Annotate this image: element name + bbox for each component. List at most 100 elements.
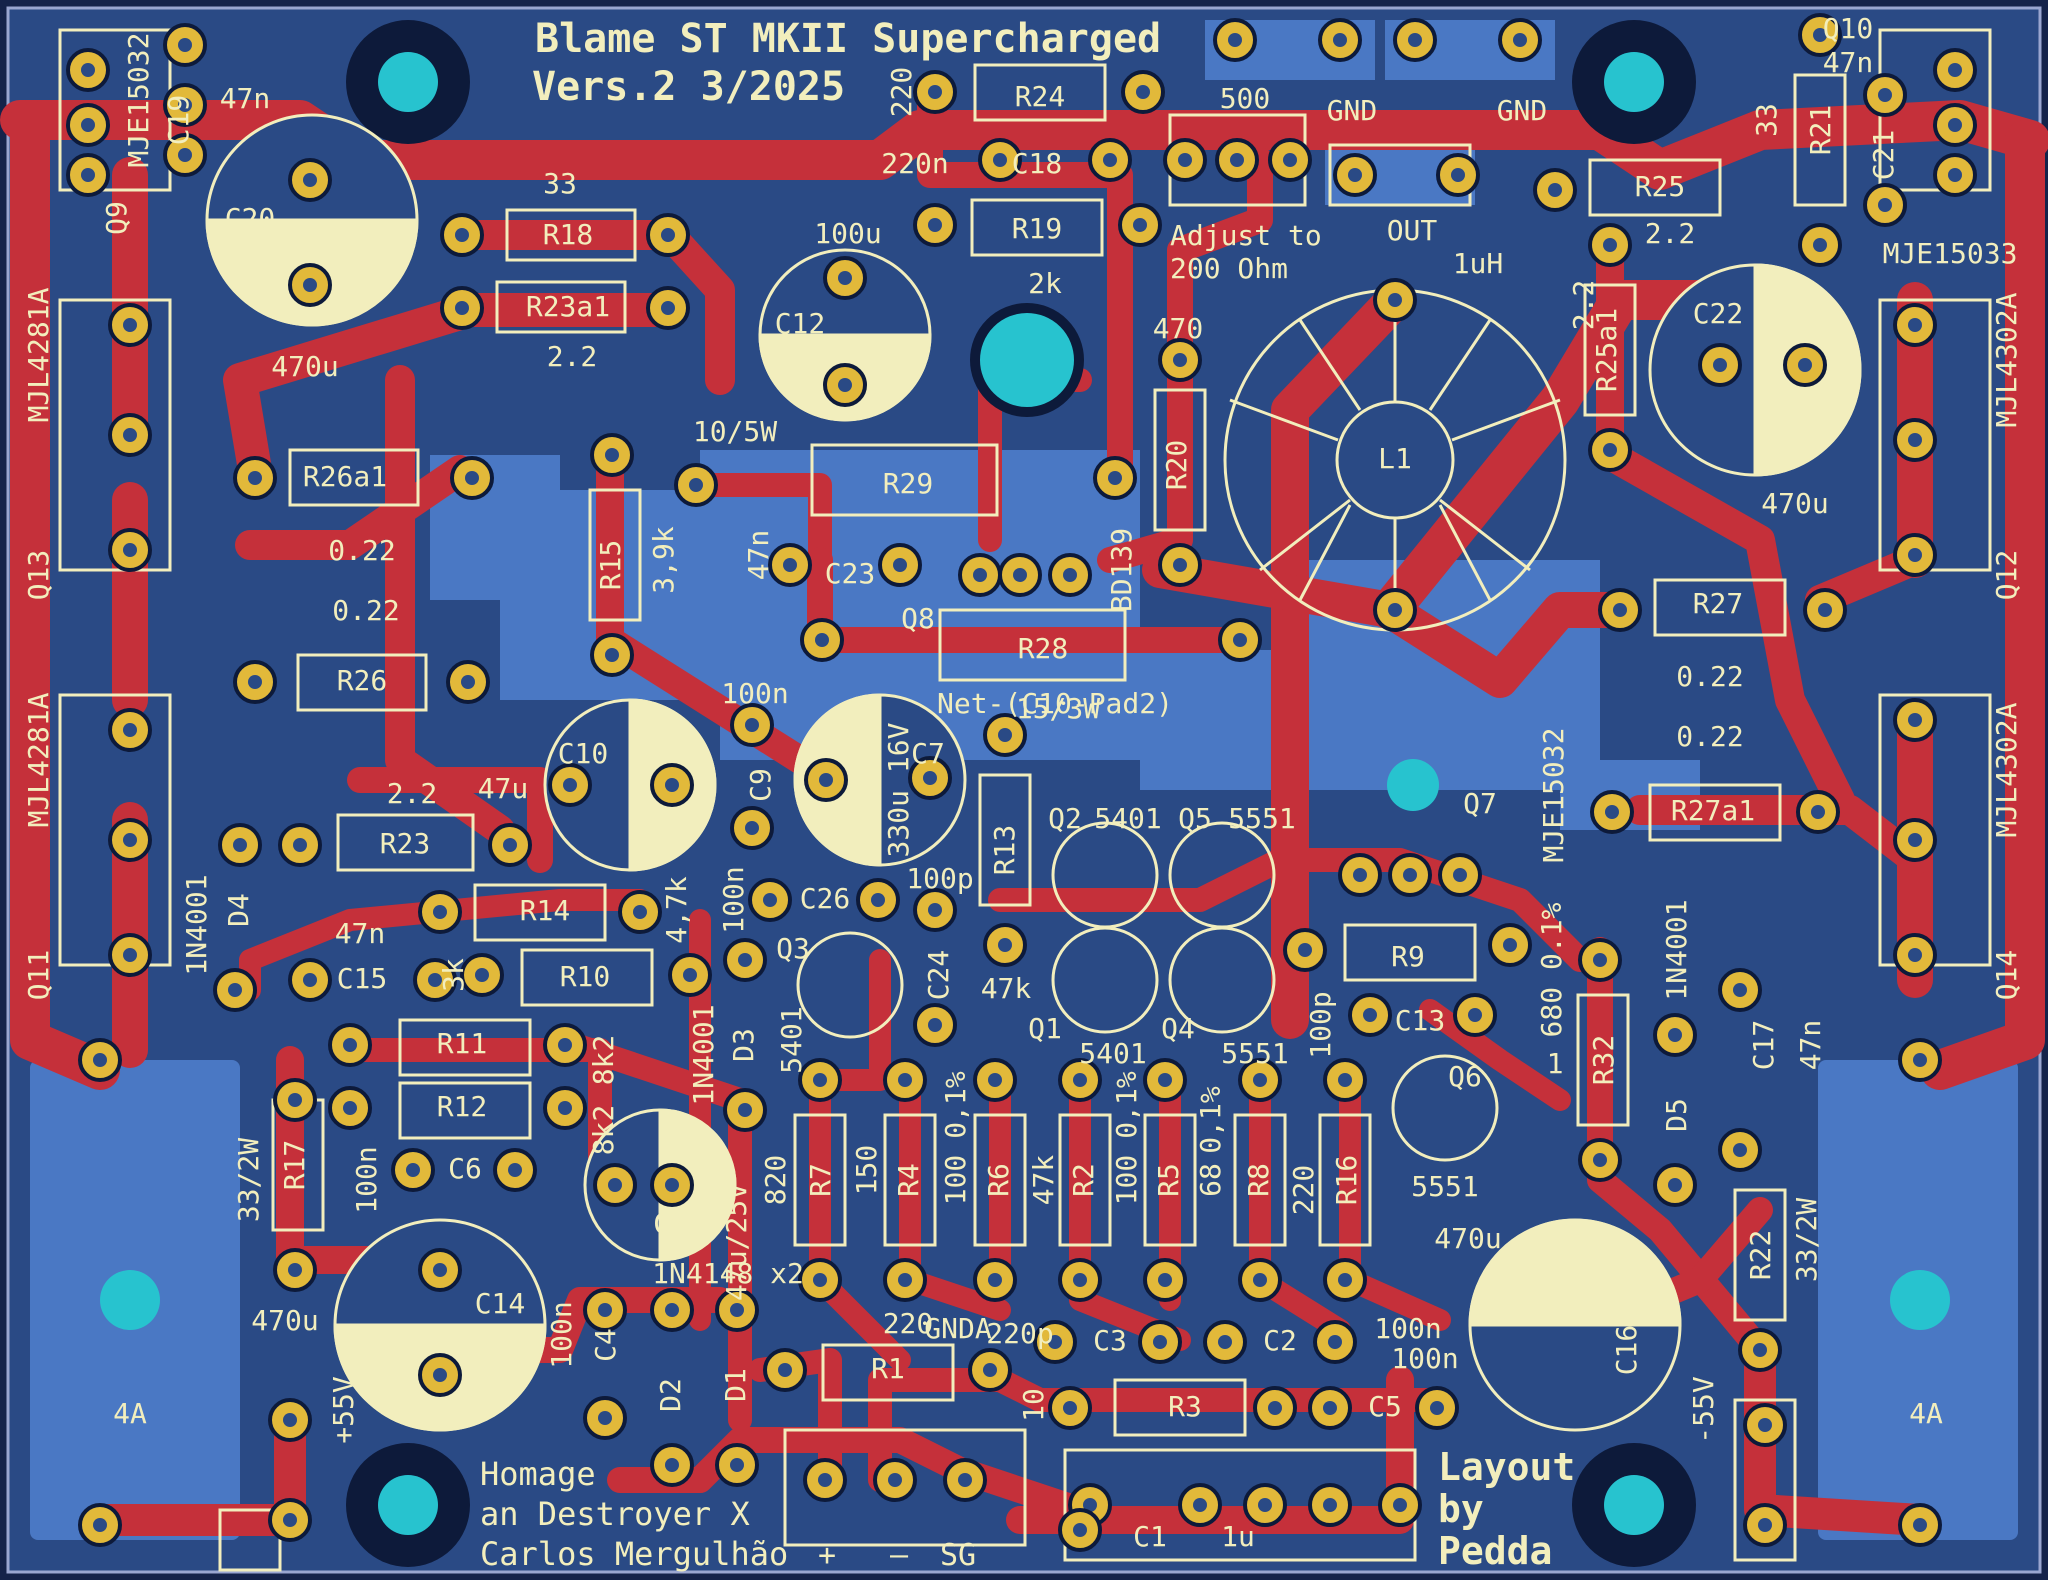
pad-drill-hole [283,1513,297,1527]
pad-drill-hole [1453,868,1467,882]
silk-label: GND [1497,94,1548,127]
silk-label: 1u [1221,1520,1255,1553]
pad-drill-hole [871,893,885,907]
pad-drill-hole [1753,1343,1767,1357]
silk-label: R15 [594,540,627,591]
silk-label: R20 [1160,440,1193,491]
pad-drill-hole [123,543,137,557]
silk-label: 1N4001 [687,1004,720,1105]
pad-drill-hole [1593,1153,1607,1167]
silk-label: 0,1% [939,1071,972,1139]
pad-drill-hole [683,968,697,982]
silk-label: 5551 [1221,1037,1288,1070]
silk-label: C3 [1093,1324,1127,1357]
silk-label: 470u [251,1304,318,1337]
pad-drill-hole [838,271,852,285]
silk-label: C22 [1693,297,1744,330]
adjust-note-1: Adjust to [1170,219,1322,252]
pad-drill-hole [1253,1273,1267,1287]
silk-label: 100p [906,862,973,895]
pad-drill-hole [998,728,1012,742]
pad-drill-hole [1353,868,1367,882]
silk-label: R11 [437,1027,488,1060]
pad-drill-hole [998,938,1012,952]
pad-drill-hole [1758,1518,1772,1532]
silk-label: D1 [719,1368,752,1402]
pad-drill-hole [343,1101,357,1115]
silk-label: 100n [717,866,750,933]
silk-label: 4A [1909,1397,1943,1430]
pad-drill-hole [1258,1498,1272,1512]
silk-label: R19 [1012,212,1063,245]
pad-drill-hole [1338,1273,1352,1287]
silk-label: 33/2W [232,1138,265,1222]
silk-label: 220n [881,147,948,180]
pad-drill-hole [983,1363,997,1377]
pad-drill-hole [93,1053,107,1067]
silk-label: 47u [478,772,529,805]
silk-label: 33 [543,167,577,200]
pad-drill-hole [461,675,475,689]
pad-drill-hole [1133,218,1147,232]
silk-label: 100p [1304,991,1337,1058]
pad-drill-hole [1333,33,1347,47]
silk-label: R22 [1744,1230,1777,1281]
pad-drill-hole [730,1303,744,1317]
silk-label: C1 [1133,1520,1167,1553]
silk-label: MJL4302A [1990,292,2023,427]
silk-label: C16 [1610,1325,1643,1376]
silk-label: 0,1% [1110,1071,1143,1139]
silk-label: 2.2 [1567,280,1600,331]
pad-drill-hole [928,218,942,232]
pad-drill-hole [738,1103,752,1117]
pad-drill-hole [1268,1401,1282,1415]
pad-drill-hole [303,973,317,987]
pad-drill-hole [928,85,942,99]
silk-label: 0.22 [1676,720,1743,753]
pad-drill-hole [1468,1008,1482,1022]
pad-drill-hole [123,833,137,847]
silk-label: 100n [721,677,788,710]
pad-drill-hole [815,633,829,647]
pad-drill-hole [1298,943,1312,957]
silk-label: 5401 [1079,1037,1146,1070]
layout-credit-3: Pedda [1438,1529,1552,1573]
silk-label: R12 [437,1090,488,1123]
silk-label: 100n [1374,1312,1441,1345]
silk-label: C18 [1012,147,1063,180]
pad-drill-hole [1603,443,1617,457]
silk-label: 100 [939,1155,972,1206]
silk-label: 8k2 [587,1035,620,1086]
pad-drill-hole [893,558,907,572]
silk-label: C5 [1368,1390,1402,1423]
pad-drill-hole [1668,1028,1682,1042]
pad-drill-hole [508,1163,522,1177]
silk-label: Q13 [22,550,55,601]
pad-drill-hole [81,63,95,77]
silk-label: R23 [380,827,431,860]
pad-drill-hole [1338,1073,1352,1087]
pad-drill-hole [293,838,307,852]
silk-label: 470u [271,350,338,383]
pad-drill-hole [923,771,937,785]
pad-drill-hole [248,471,262,485]
pad-drill-hole [178,38,192,52]
silk-label: 220 [1287,1165,1320,1216]
pad-drill-hole [455,228,469,242]
pad-drill-hole [303,173,317,187]
pad-drill-hole [1403,868,1417,882]
pad-drill-hole [988,1273,1002,1287]
pad-drill-hole [1908,948,1922,962]
pad-drill-hole [1908,433,1922,447]
silk-label: 2k [1028,267,1062,300]
silk-label: 220 [885,67,918,118]
pad-drill-hole [178,148,192,162]
silk-label: C6 [448,1152,482,1185]
pad-drill-hole [178,98,192,112]
silk-label: 47n [1823,46,1874,79]
pad-drill-hole [1323,1401,1337,1415]
silk-label: MJL4281A [22,692,55,827]
pad-drill-hole [745,718,759,732]
input-plus-label: + [818,1538,836,1573]
pad-drill-hole [1193,1498,1207,1512]
